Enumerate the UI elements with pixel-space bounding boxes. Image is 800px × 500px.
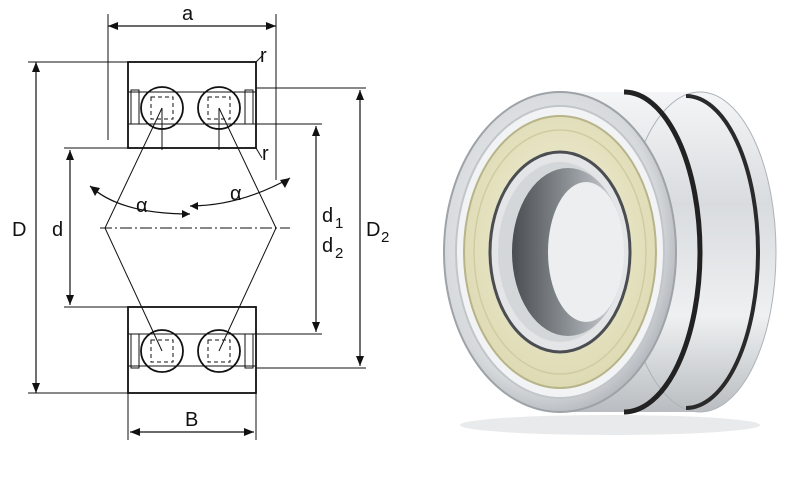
label-D2-subscript: 2 [381, 229, 389, 246]
bore-far-wall [548, 182, 624, 322]
dimension-B [127, 393, 257, 440]
label-d: d [52, 219, 63, 241]
bearing-shadow [460, 415, 760, 435]
label-d2-subscript: 2 [335, 245, 343, 262]
ball-right-bottom [197, 329, 241, 373]
groove-2 [685, 94, 760, 410]
cross-section-drawing: a r r D d d 1 d 2 D 2 B α α [12, 3, 389, 440]
label-alpha-right: α [230, 183, 242, 205]
label-D2: D [366, 219, 380, 241]
contact-angle-lines [104, 107, 277, 352]
label-d1-subscript: 1 [335, 215, 343, 232]
bearing-product-image [443, 89, 777, 435]
label-d2: d [322, 235, 333, 257]
label-alpha-left: α [136, 195, 148, 217]
dimension-d [64, 147, 128, 308]
label-D: D [12, 219, 26, 241]
dimension-D2 [256, 87, 366, 369]
label-d1: d [322, 205, 333, 227]
label-r-top: r [260, 45, 267, 67]
dimension-D [28, 61, 128, 394]
label-B: B [185, 409, 198, 431]
label-r-mid: r [262, 143, 269, 165]
radius-leader-mid [255, 147, 263, 159]
bottom-ring-section [127, 306, 257, 394]
radius-leader-top [255, 55, 263, 63]
groove-1 [623, 89, 703, 415]
angle-arcs [89, 177, 291, 218]
dimension-a [107, 14, 277, 180]
label-a: a [182, 3, 194, 25]
ball-left-bottom [140, 329, 184, 373]
top-ring-section [127, 61, 257, 149]
dimension-d1-d2 [256, 123, 322, 335]
